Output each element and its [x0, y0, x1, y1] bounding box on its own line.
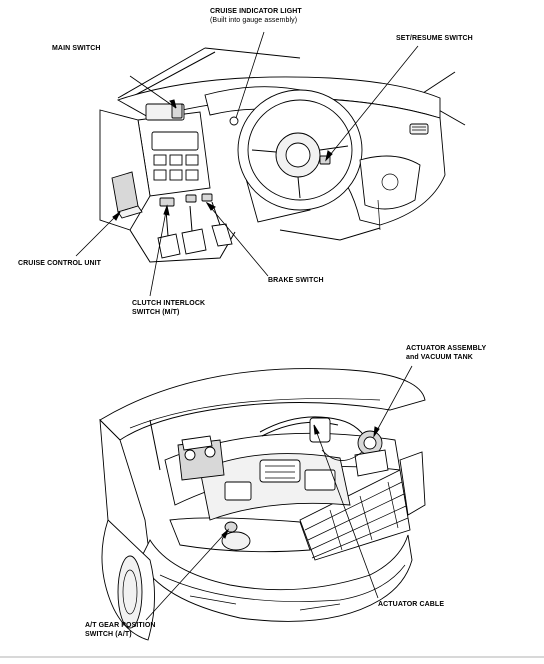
- cruise-control-unit-label: CRUISE CONTROL UNIT: [18, 260, 102, 267]
- cruise-indicator-light-label: CRUISE INDICATOR LIGHT (Built into gauge…: [210, 8, 302, 25]
- clutch-interlock-line2: SWITCH (M/T): [132, 308, 180, 316]
- at-gear-line2: SWITCH (A/T): [85, 630, 132, 638]
- leader-lines-upper: [75, 31, 419, 297]
- main-switch-label: MAIN SWITCH: [52, 45, 101, 52]
- cruise-indicator-light-title: CRUISE INDICATOR LIGHT: [210, 8, 302, 15]
- brake-switch-label: BRAKE SWITCH: [268, 277, 324, 284]
- actuator-cable-label: ACTUATOR CABLE: [378, 601, 445, 608]
- clutch-interlock-switch-label: CLUTCH INTERLOCK SWITCH (M/T): [132, 300, 205, 317]
- at-gear-position-switch-label: A/T GEAR POSITION SWITCH (A/T): [85, 622, 156, 639]
- at-gear-line1: A/T GEAR POSITION: [85, 622, 156, 629]
- cruise-indicator-light-note: (Built into gauge assembly): [210, 16, 298, 24]
- actuator-assembly-line1: ACTUATOR ASSEMBLY: [406, 345, 487, 352]
- set-resume-switch-label: SET/RESUME SWITCH: [396, 35, 473, 42]
- actuator-assembly-line2: and VACUUM TANK: [406, 353, 473, 361]
- leader-lines-lower: [145, 365, 413, 621]
- dashboard-illustration: [99, 47, 466, 263]
- actuator-assembly-label: ACTUATOR ASSEMBLY and VACUUM TANK: [406, 345, 486, 362]
- clutch-interlock-line1: CLUTCH INTERLOCK: [132, 300, 206, 307]
- engine-bay-illustration: [99, 368, 426, 641]
